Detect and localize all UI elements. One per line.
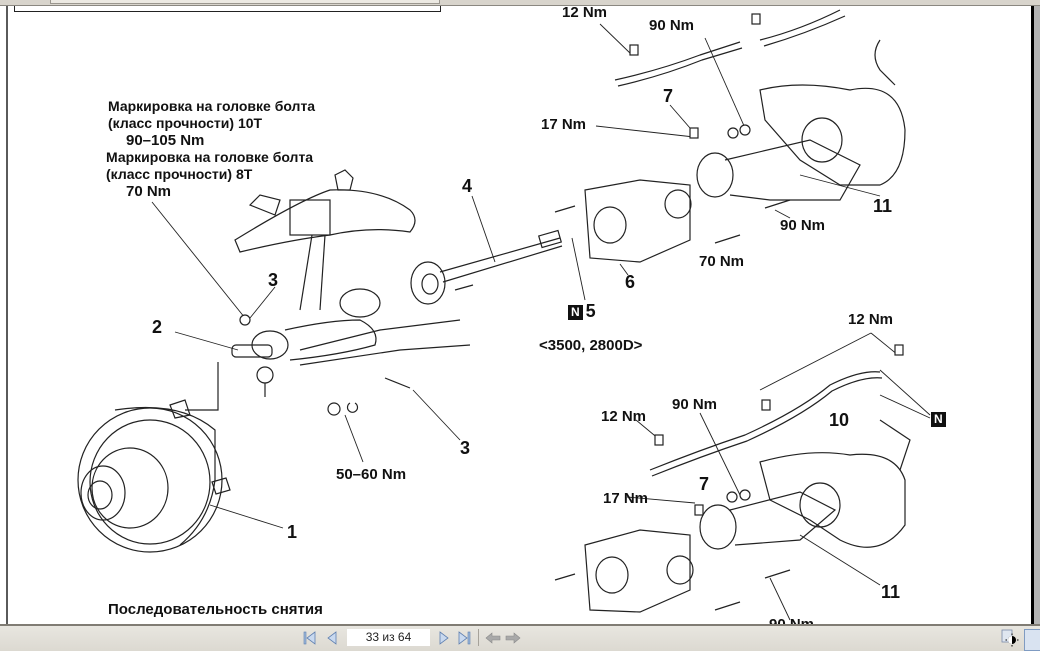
axle-shaft-drawing [410, 229, 563, 305]
part-label-7-lower: 7 [699, 474, 710, 494]
part-label-6: 6 [625, 272, 636, 292]
part-label-5-number: 5 [585, 301, 596, 321]
n-replace-marker: N [568, 305, 583, 320]
display-settings-button[interactable] [1001, 629, 1019, 652]
upper-differential-drawing [584, 9, 906, 263]
nav-left-group [302, 629, 340, 647]
note-8t-torque: 70 Nm [126, 183, 172, 200]
next-page-icon [439, 631, 449, 645]
page-header-frame [14, 6, 441, 12]
part-label-7-upper: 7 [663, 86, 674, 106]
last-page-icon [458, 631, 471, 645]
torque-label-12-top: 12 Nm [562, 4, 608, 21]
part-label-11-upper: 11 [873, 196, 893, 216]
note-10t-line1: Маркировка на головке болта [108, 98, 316, 114]
part-label-3-upper: 3 [268, 270, 279, 290]
forward-arrow-icon [505, 632, 521, 644]
back-arrow-icon [485, 632, 501, 644]
torque-label-17-top: 17 Nm [541, 116, 587, 133]
torque-label-90-cut: 90 Nm [769, 617, 814, 624]
fasteners [239, 13, 904, 611]
torque-label-90-low: 90 Nm [672, 396, 718, 413]
removal-sequence-heading: Последовательность снятия [108, 601, 323, 618]
previous-page-button[interactable] [324, 630, 340, 646]
torque-label-70-mid: 70 Nm [699, 253, 745, 270]
part-label-4: 4 [462, 176, 473, 196]
last-page-button[interactable] [456, 630, 472, 646]
vertical-scrollbar[interactable] [1034, 6, 1040, 624]
next-page-button[interactable] [436, 630, 452, 646]
n-marker-lower: N [931, 411, 949, 427]
torque-label-12-left: 12 Nm [601, 408, 647, 425]
top-toolbar-edge [0, 0, 1040, 6]
page-number-field[interactable]: 33 из 64 [347, 629, 430, 646]
viewer-navigation-bar: 33 из 64 [0, 624, 1040, 651]
torque-label-17-low: 17 Nm [603, 490, 649, 507]
torque-label-90-mid: 90 Nm [780, 217, 826, 234]
note-10t-line2: (класс прочности) 10T [108, 115, 263, 131]
first-page-button[interactable] [302, 630, 318, 646]
exploded-axle-diagram [77, 9, 931, 621]
part-label-11-lower: 11 [881, 582, 901, 602]
bolt-marking-note-8t: Маркировка на головке болта (класс прочн… [106, 149, 313, 200]
torque-label-90-top: 90 Nm [649, 17, 695, 34]
note-8t-line2: (класс прочности) 8T [106, 166, 253, 182]
history-group [484, 629, 522, 647]
part-label-3-lower: 3 [460, 438, 471, 458]
page-left-border [6, 6, 8, 624]
part-label-2: 2 [152, 317, 163, 337]
upper-arm-drawing [234, 169, 416, 311]
variant-label: <3500, 2800D> [539, 337, 643, 354]
torque-label-50-60: 50–60 Nm [336, 466, 407, 483]
document-sun-icon [1001, 629, 1019, 647]
torque-label-12-right: 12 Nm [848, 311, 894, 328]
n-replace-marker-lower: N [931, 412, 946, 427]
knuckle-drawing [231, 288, 471, 397]
part-label-1: 1 [287, 522, 298, 542]
note-8t-line1: Маркировка на головке болта [106, 149, 314, 165]
top-panel-edge [50, 0, 440, 4]
toolbar-separator [478, 629, 479, 646]
first-page-icon [303, 631, 316, 645]
window-panel-icon[interactable] [1024, 629, 1040, 651]
lower-differential-drawing [584, 371, 911, 613]
part-label-10: 10 [829, 410, 850, 430]
document-page [8, 6, 1030, 624]
bolt-marking-note-10t: Маркировка на головке болта (класс прочн… [108, 98, 315, 149]
note-10t-torque: 90–105 Nm [126, 132, 205, 149]
nav-right-group [436, 629, 472, 647]
hub-disc-drawing [77, 362, 231, 553]
leader-lines [151, 23, 931, 621]
page-right-border [1031, 6, 1034, 624]
forward-button[interactable] [504, 630, 522, 646]
previous-page-icon [327, 631, 337, 645]
back-button[interactable] [484, 630, 502, 646]
